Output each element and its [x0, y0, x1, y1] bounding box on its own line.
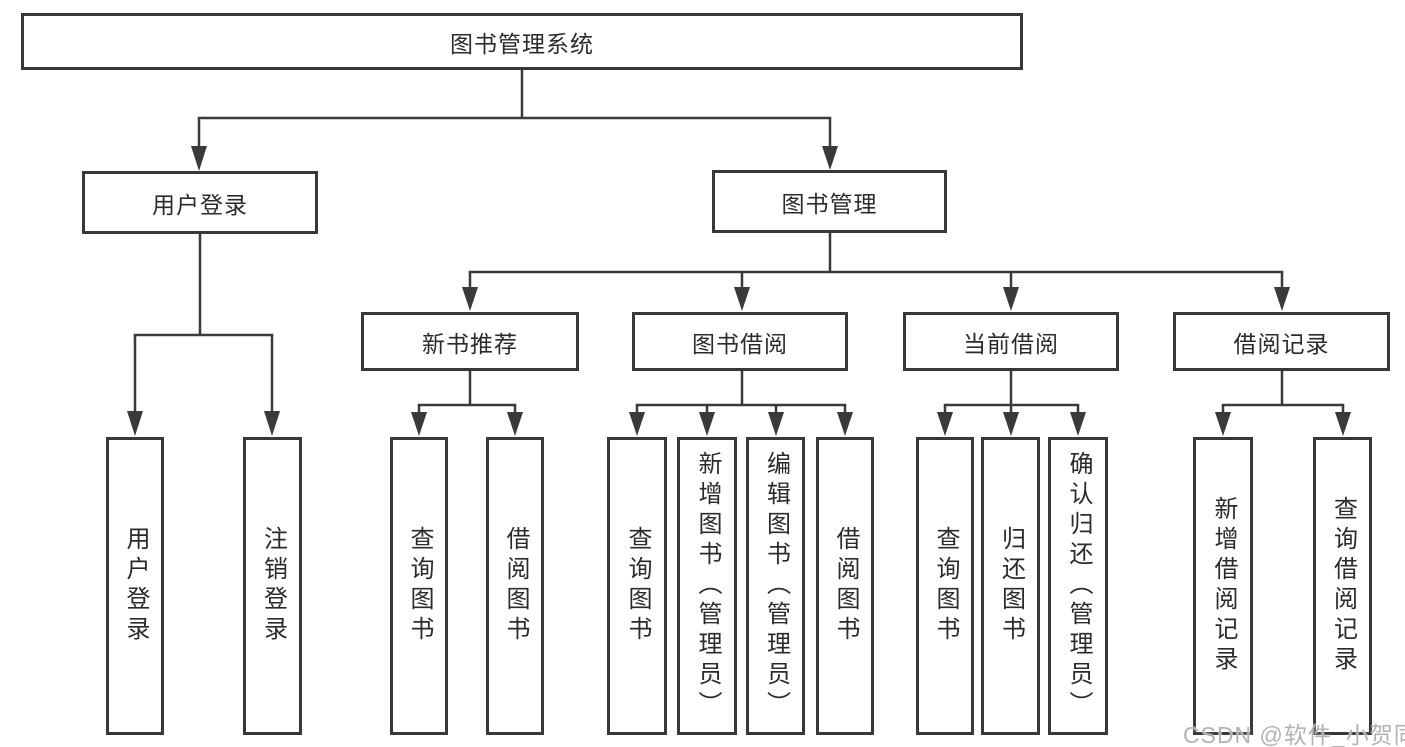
- connector-borrow-records-to-leaves: [1215, 371, 1351, 436]
- connector-new-book-to-leaves: [411, 371, 523, 436]
- leaf-add-borrow-record: 新增借阅记录: [1193, 437, 1253, 735]
- csdn-watermark: CSDN @软件_小贺同学: [1183, 722, 1405, 747]
- leaf-logout-login: 注销登录: [243, 437, 302, 735]
- leaf-confirm-return-admin: 确认归还（管理员）: [1048, 437, 1108, 735]
- leaf-borrow-books-newbook: 借阅图书: [486, 437, 544, 735]
- node-current-borrow: 当前借阅: [903, 312, 1119, 371]
- connector-root-to-level2: [191, 69, 838, 171]
- connector-book-management-to-level3: [462, 232, 1290, 311]
- leaf-edit-books-admin: 编辑图书（管理员）: [746, 437, 805, 735]
- node-user-login: 用户登录: [82, 171, 318, 234]
- leaf-query-borrow-record: 查询借阅记录: [1313, 437, 1372, 735]
- node-book-management: 图书管理: [712, 170, 947, 233]
- leaf-return-books: 归还图书: [981, 437, 1040, 735]
- leaf-borrow-books: 借阅图书: [816, 437, 874, 735]
- connector-current-borrow-to-leaves: [937, 371, 1086, 436]
- node-borrow-records-label: 借阅记录: [1233, 330, 1330, 357]
- node-new-book-recommend: 新书推荐: [361, 312, 579, 371]
- leaf-query-books-borrow: 查询图书: [607, 437, 667, 735]
- node-current-borrow-label: 当前借阅: [963, 330, 1059, 357]
- leaf-user-login: 用户登录: [106, 437, 164, 735]
- node-user-login-label: 用户登录: [152, 191, 248, 218]
- connector-user-login-to-leaves: [127, 234, 280, 436]
- leaf-add-books-admin: 新增图书（管理员）: [677, 437, 737, 735]
- node-root-system: 图书管理系统: [21, 13, 1023, 70]
- node-book-borrow-label: 图书借阅: [692, 330, 788, 357]
- node-borrow-records: 借阅记录: [1173, 312, 1390, 371]
- connector-book-borrow-to-leaves: [629, 371, 853, 436]
- node-book-management-label: 图书管理: [781, 190, 878, 217]
- leaf-query-books-newbook: 查询图书: [390, 437, 448, 735]
- node-root-label: 图书管理系统: [450, 30, 594, 57]
- node-book-borrow: 图书借阅: [632, 312, 848, 371]
- node-new-book-recommend-label: 新书推荐: [422, 330, 518, 357]
- leaf-query-books-current: 查询图书: [916, 437, 974, 735]
